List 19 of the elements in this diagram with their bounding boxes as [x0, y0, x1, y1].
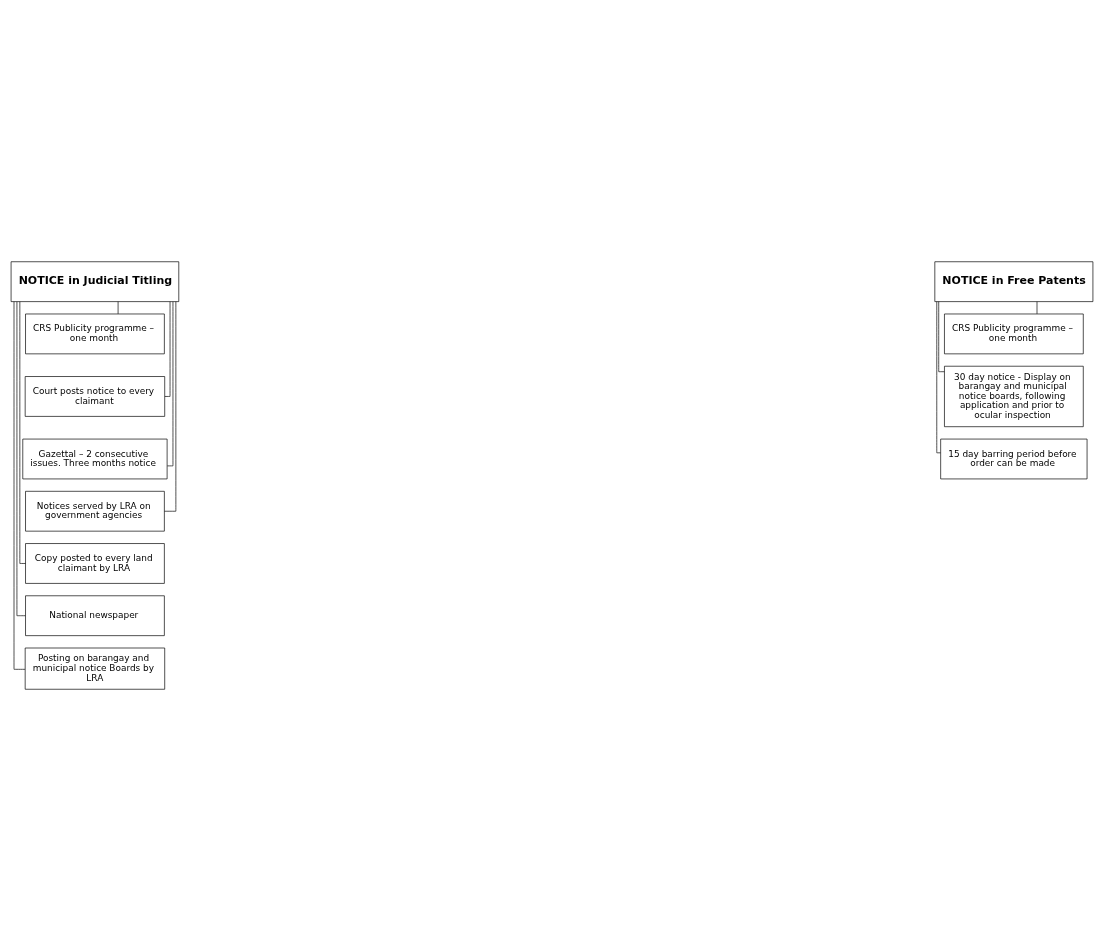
- node-box: Notices served by LRA on government agencies: [25, 490, 165, 531]
- connector: [16, 301, 26, 616]
- connector: [167, 300, 174, 466]
- node-box: NOTICE in Free Patents: [934, 260, 1094, 302]
- connector: [936, 300, 941, 453]
- node-box: CRS Publicity programme – one month: [944, 313, 1084, 354]
- node-box: 15 day barring period before order can be made: [940, 438, 1088, 479]
- connector: [117, 300, 119, 314]
- node-box: Posting on barangay and municipal notice Boards by LRA: [24, 647, 166, 690]
- node-box: Gazettal – 2 consecutive issues. Three months notice: [22, 438, 168, 479]
- node-box: CRS Publicity programme – one month: [25, 313, 165, 354]
- node-box: Court posts notice to every claimant: [24, 375, 166, 417]
- node-box: NOTICE in Judicial Titling: [10, 260, 180, 302]
- node-box: National newspaper: [25, 594, 165, 636]
- connector: [938, 300, 945, 372]
- node-box: Copy posted to every land claimant by LRA: [25, 542, 165, 584]
- connector: [19, 300, 26, 564]
- node-box: 30 day notice - Display on barangay and municipal notice boards, following application and prior to ocular inspection: [944, 365, 1084, 427]
- connector: [164, 300, 171, 397]
